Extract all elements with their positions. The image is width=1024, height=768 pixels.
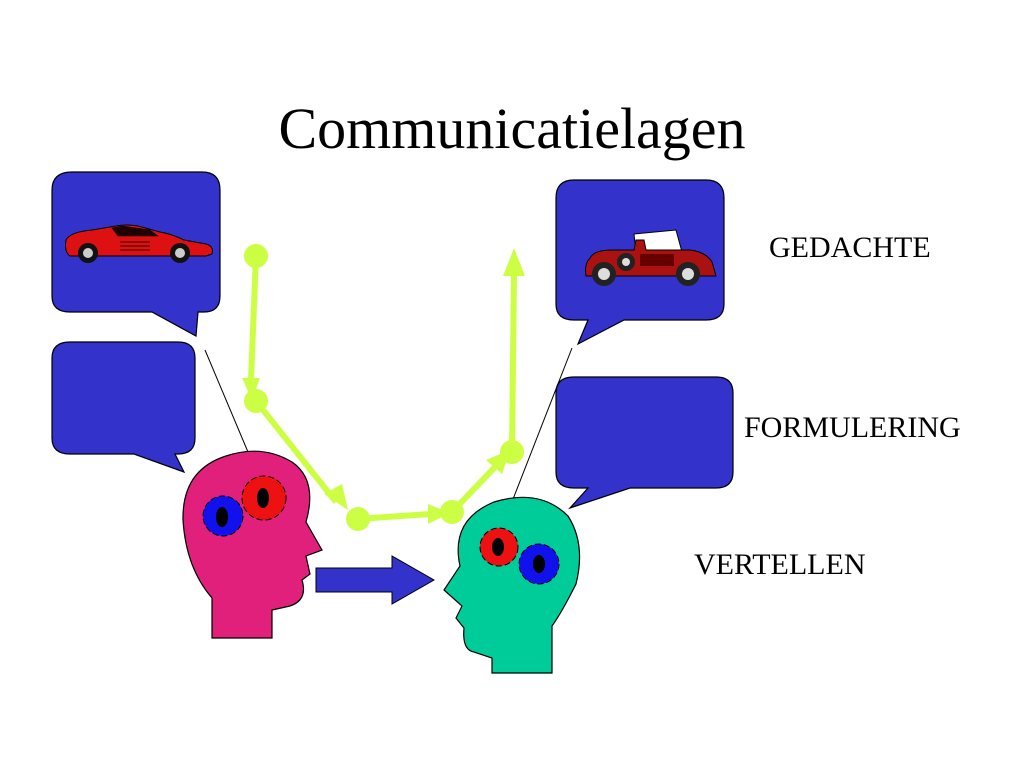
path-node <box>500 440 524 464</box>
path-node <box>346 507 370 531</box>
receiver-connector-line <box>507 347 573 513</box>
path-node <box>440 500 464 524</box>
receiver-red-gear-icon <box>479 527 519 567</box>
slide-title: Communicatielagen <box>278 96 746 161</box>
layer-label-formulering: FORMULERING <box>744 411 961 444</box>
path-node <box>244 244 268 268</box>
transmission-arrow <box>315 555 436 605</box>
sports-car-icon <box>65 224 213 263</box>
layer-label-vertellen: VERTELLEN <box>694 548 866 581</box>
sender-formulation-bubble <box>51 341 196 474</box>
vintage-car-icon <box>585 229 717 286</box>
sender-blue-gear-icon <box>202 495 244 537</box>
sender-red-gear-icon <box>241 475 287 521</box>
receiver-formulation-bubble <box>555 376 734 510</box>
receiver-head <box>443 496 581 674</box>
receiver-blue-gear-icon <box>518 543 560 585</box>
sender-connector-line <box>204 349 249 453</box>
layer-label-gedachte: GEDACHTE <box>769 231 931 264</box>
path-node <box>244 389 268 413</box>
communication-path <box>242 244 525 531</box>
